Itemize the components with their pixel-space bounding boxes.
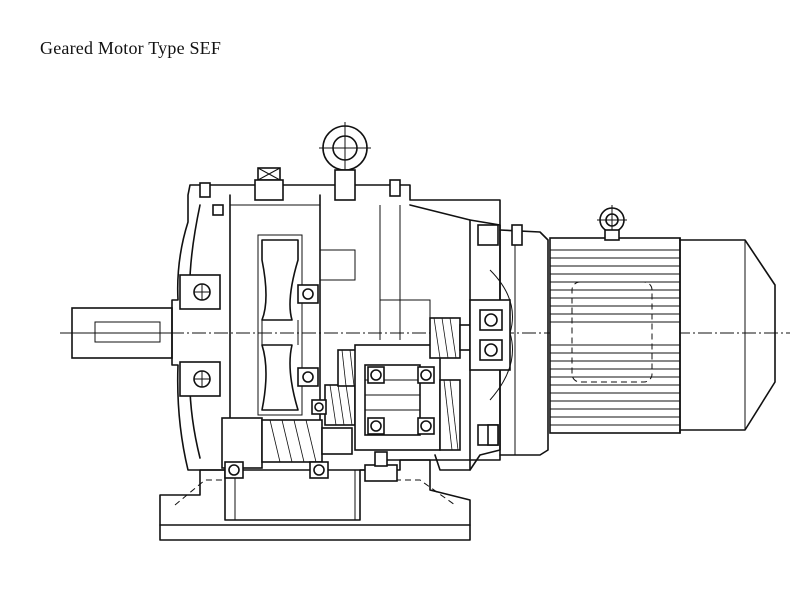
motor-eye-bolt bbox=[597, 205, 627, 241]
output-bearings bbox=[179, 274, 221, 397]
drawing-title: Geared Motor Type SEF bbox=[40, 38, 222, 58]
inner-walls bbox=[320, 205, 431, 340]
drain-plug bbox=[364, 451, 398, 482]
motor-shaft-bearing bbox=[469, 269, 513, 401]
oil-filler-plug bbox=[254, 167, 284, 201]
lifting-eye-bolt bbox=[319, 122, 371, 201]
pinion-gear bbox=[221, 417, 353, 479]
output-gear bbox=[257, 234, 303, 416]
intermediate-assembly bbox=[354, 344, 441, 451]
top-bolts bbox=[199, 179, 401, 216]
motor-body bbox=[549, 237, 681, 434]
fan-cover bbox=[679, 239, 776, 431]
housing-feet bbox=[159, 459, 471, 541]
output-shaft bbox=[71, 307, 173, 359]
intermediate-bearings bbox=[297, 284, 319, 387]
